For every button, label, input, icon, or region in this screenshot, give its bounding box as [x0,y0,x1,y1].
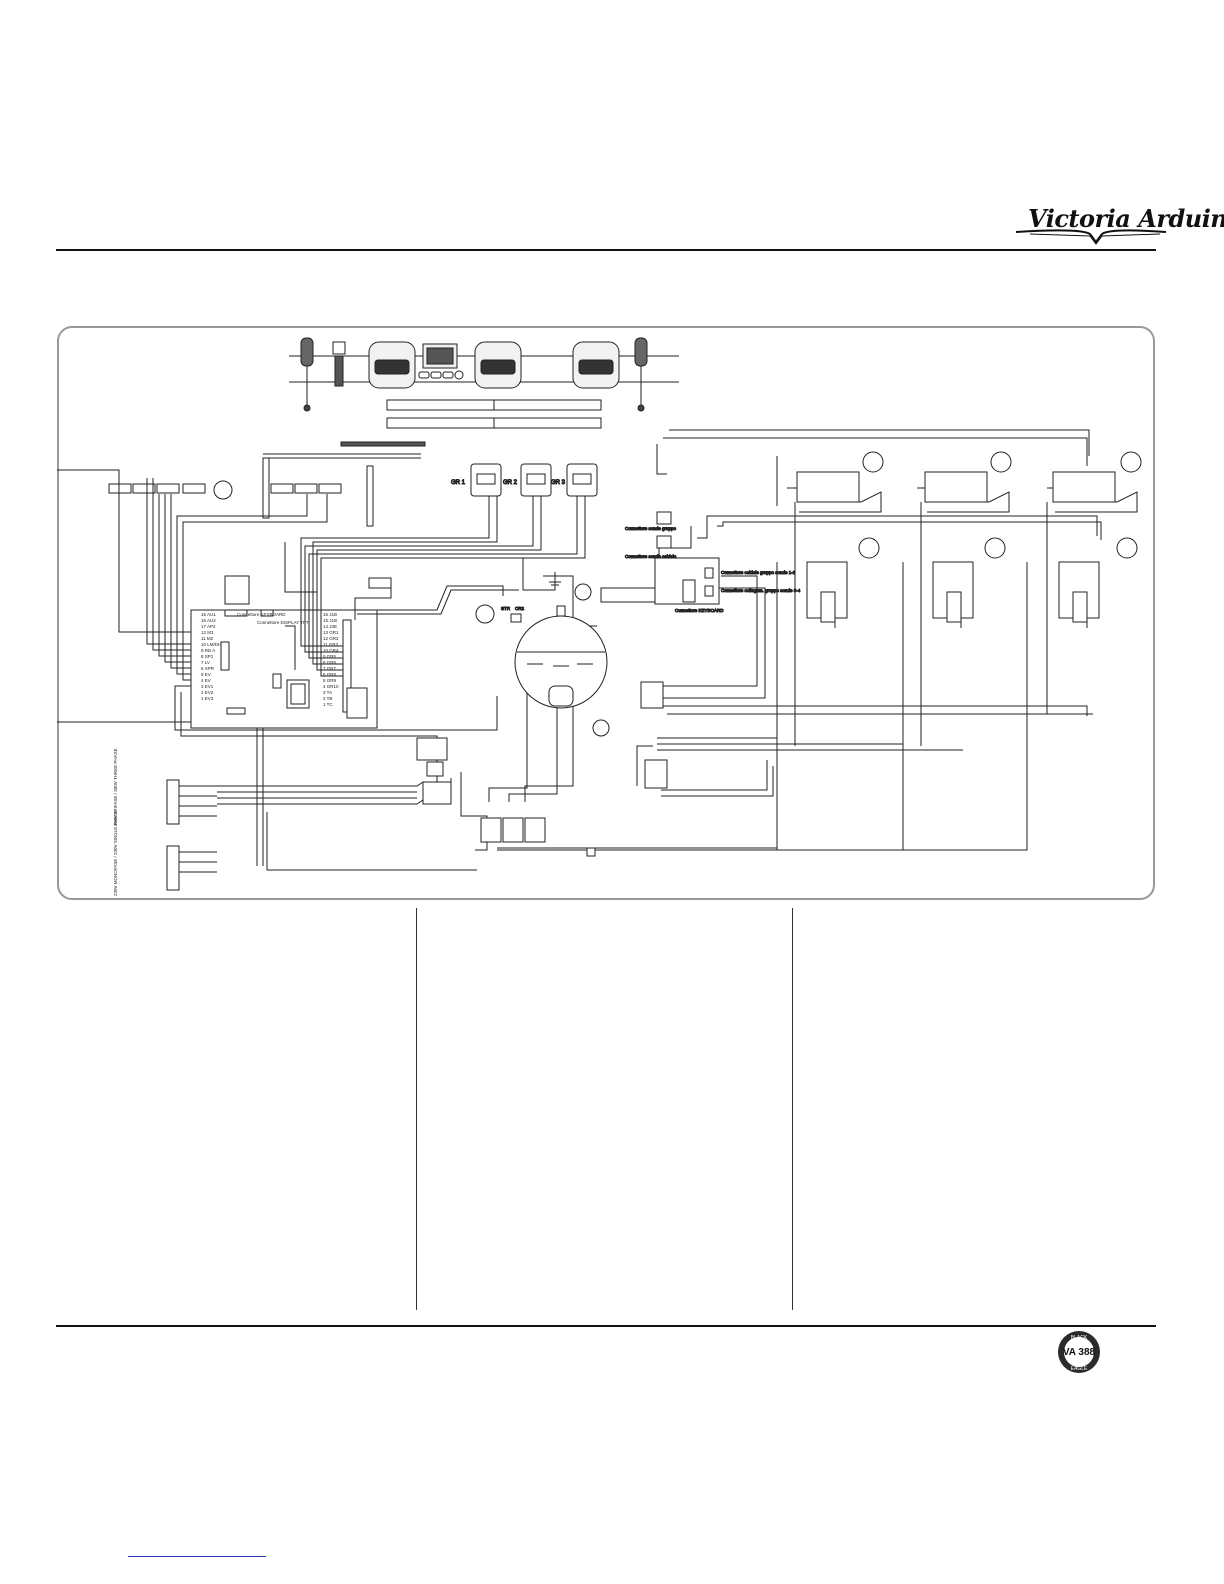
board-right-label: 8 GR6 [323,660,337,665]
connector-gr-34-label: Connettore collegam. gruppo sonde 3-4 [721,588,801,593]
connector-boiler-probes-label: Connettore sonde caldaie [625,554,677,559]
board-right-label: 2 TB [323,696,332,701]
group-units: GR 1 GR 2 GR 3 [451,463,598,497]
board-right-label: 5 GR9 [323,678,337,683]
model-badge: BLACK VA 388 EAGLE [1058,1331,1100,1373]
board-right-label: 16 J1B [323,612,337,617]
footer-link-underline[interactable] [128,1556,266,1557]
board-left-label: 17 AP2 [201,624,216,629]
board-right-label: 4 GR10 [323,684,339,689]
board-left-label: 7 LV [201,660,210,665]
wiring-diagram: Connettore KEYBOARD Connettore DISPLAY T… [57,326,1155,900]
board-left-label: 2 EV2 [201,690,214,695]
board-left-label: 12 M1 [201,630,214,635]
brand-name: Victoria Arduino [1028,204,1224,233]
brand-logo: Victoria Arduino [1010,198,1224,248]
board-right-label: 7 GR7 [323,666,337,671]
badge-bottom-text: EAGLE [1071,1366,1088,1372]
brand-underline-icon [1015,229,1167,245]
group-2-label: GR 2 [503,480,518,486]
board-left-label: 11 M2 [201,636,214,641]
connector-group-probes-label: Connettore sonde gruppo [625,526,677,531]
board-left-label: 5 EV [201,672,211,677]
connector-display-label: Connettore DISPLAY TFT [257,620,309,625]
group-1-label: GR 1 [451,480,466,486]
board-left-label: 16 AU2 [201,618,216,623]
footer-rule [56,1325,1156,1327]
board-left-label: 1 EV3 [201,696,214,701]
machine-front-panel [289,337,679,447]
board-right-label: 13 GR1 [323,630,339,635]
group-3-label: GR 3 [551,480,566,486]
board-right-label: 1 TC [323,702,333,707]
board-left-label: 15 AU1 [201,612,216,617]
group-wiring [776,502,1088,850]
connector-board-right: Connettore sonde gruppo Connettore sonde… [600,511,801,614]
column-divider [416,908,417,1310]
group-boilers [796,451,1142,623]
board-left-label: 8 SP1 [201,654,214,659]
power-single-phase-label: 230V MONOFASE / 230V SINGLE PHASE [113,810,118,896]
board-left-label: 6 SPR [201,666,215,671]
column-divider [792,908,793,1310]
board-right-label: 3 TA [323,690,332,695]
main-boiler: STR CR2 [475,574,610,737]
connector-keyboard-right-label: Connettore KEYBOARD [675,608,724,613]
probe-str-label: STR [501,606,511,611]
board-left-label: 3 EV1 [201,684,214,689]
board-right-label: 10 GR4 [323,648,339,653]
board-right-label: 15 J1B [323,618,337,623]
main-control-board: Connettore KEYBOARD Connettore DISPLAY T… [190,577,392,729]
badge-top-text: BLACK [1071,1335,1088,1341]
power-terminals [166,779,217,891]
probe-cr2-label: CR2 [515,606,524,611]
connector-keyboard-label: Connettore KEYBOARD [237,612,286,617]
board-left-label: 9 RD A [201,648,215,653]
board-right-label: 11 GR3 [323,642,339,647]
connector-gr-12-label: Connettore caldaie gruppo sonde 1-2 [721,570,796,575]
board-right-label: 14 J3E [323,624,337,629]
board-right-label: 12 GR2 [323,636,339,641]
board-right-label: 6 GR8 [323,672,337,677]
board-left-label: 10 LM/DH [201,642,221,647]
relay-modules [416,681,668,857]
header-rule [56,249,1156,251]
badge-model-text: VA 388 [1063,1347,1096,1358]
board-left-label: 4 EV [201,678,211,683]
power-three-phase-label: 380V TRIFASE / 380V THREE PHASE [113,748,118,826]
board-right-label: 9 GR5 [323,654,337,659]
